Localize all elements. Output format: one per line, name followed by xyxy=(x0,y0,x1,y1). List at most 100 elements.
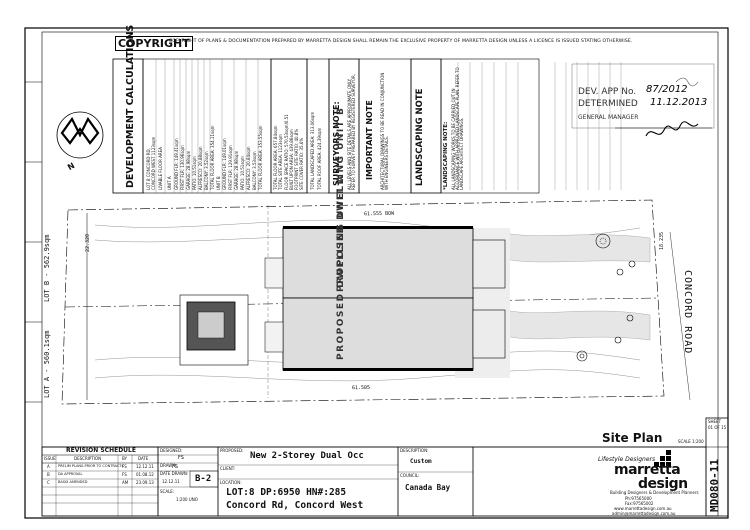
driveways xyxy=(504,232,651,341)
job-number: MD080-11 xyxy=(708,459,721,512)
drawn-value: FS xyxy=(172,464,178,470)
dev-calc-line: UNIT A xyxy=(167,176,172,190)
sheet-scale: SCALE 1:200 xyxy=(678,439,704,444)
manager-signature xyxy=(645,121,699,137)
dev-calc-line: CONCORD WEST 1123sqm xyxy=(151,136,156,190)
sheet-value: 01 OF 15 xyxy=(708,425,727,430)
brand-name-design: design xyxy=(638,476,688,492)
drawn-label: DRAWN: xyxy=(160,463,177,468)
lot-a-label: LOT A - 560.1sqm xyxy=(43,330,51,398)
dim-bottom: 61.505 xyxy=(351,384,371,392)
dev-calc-line: UNIT B xyxy=(216,176,221,190)
dev-calc-line: GARAGE: 28.98sqm xyxy=(234,150,239,190)
general-manager-label: GENERAL MANAGER xyxy=(578,114,639,121)
date-drawn-label: DATE DRAWN: xyxy=(160,471,189,476)
revision-header-cell: ISSUE xyxy=(44,456,56,461)
scale-label: SCALE: xyxy=(160,489,175,494)
dev-app-label: DEV. APP No. xyxy=(578,87,637,97)
designed-value: FS xyxy=(178,455,184,461)
dim-left: 22.320 xyxy=(85,233,91,252)
contact-fax: Fax:97565002 xyxy=(625,501,654,506)
dev-calc-line: TOTAL ROOF AREA: 424.39sqm xyxy=(317,127,322,190)
location-label: LOCATION: xyxy=(220,480,242,485)
sheet-title: Site Plan xyxy=(602,431,663,445)
contact-web: www.marrettadesign.com.au xyxy=(614,506,672,511)
road-label: CONCORD ROAD xyxy=(682,270,693,355)
copyright-title: COPYRIGHT xyxy=(115,36,193,51)
proposed-label: PROPOSED: xyxy=(220,448,244,453)
revision-cell: FS xyxy=(122,464,127,469)
dev-calc-heading: DEVELOPMENT CALCULATIONS xyxy=(125,24,136,188)
revision-cell: 12.12.11 xyxy=(136,464,154,469)
determined-value: 11.12.2013 xyxy=(650,97,708,108)
unit-a-label: PROPOSED DWELLING UNIT A xyxy=(336,174,346,360)
dim-right: 18.235 xyxy=(659,231,665,250)
dev-calc-line: GROUND FLR: 149.41sqm xyxy=(174,138,179,190)
revision-title: REVISION SCHEDULE xyxy=(66,447,136,454)
council-label: COUNCIL: xyxy=(400,473,420,478)
council-value: Canada Bay xyxy=(405,483,451,492)
proposed-dwellings xyxy=(264,226,506,371)
brand-tagline: Lifestyle Designers xyxy=(598,456,656,463)
revision-cell: 01.08.12 xyxy=(136,472,154,477)
dev-app-value: 87/2012 xyxy=(646,84,688,95)
dev-calc-line: SITE COVER RATIO: 35.6% xyxy=(299,137,304,190)
copyright-text: COPYRIGHT OF PLANS & DOCUMENTATION PREPA… xyxy=(169,39,633,44)
revision-cell: AM xyxy=(122,480,129,485)
scale-value: 1:200 UNO xyxy=(176,497,198,502)
dev-calc-line: LIVABLE FLOOR AREA xyxy=(158,147,163,190)
revision-cell: BASIX AMENDED xyxy=(58,480,88,484)
dim-top: 61.555 BOW xyxy=(363,210,395,218)
revision-cell: 23.09.13 xyxy=(136,480,154,485)
council-approval-stamp xyxy=(571,63,715,137)
trees xyxy=(576,233,636,362)
landscaping-note-text: ALL LANDSCAPING WORKS TO BE CARRIED OUT … xyxy=(451,67,464,190)
development-calculations-box xyxy=(112,58,540,194)
north-arrow xyxy=(56,111,104,159)
landscaping-note-bullet: *LANDSCAPING NOTE: xyxy=(443,121,449,190)
proposed-value: New 2-Storey Dual Occ xyxy=(250,451,364,461)
sheet-label: SHEET xyxy=(708,419,722,424)
sheet-border xyxy=(24,27,729,519)
dev-calc-line: TOTAL FLOOR AREA: 353.55sqm xyxy=(258,125,263,190)
dev-calc-line: PATIO: 10.51sqm xyxy=(240,156,245,190)
dev-calc-line: ALFRESCO: 20.84sqm xyxy=(246,146,251,190)
dev-calc-line: TOTAL FLOOR AREA: 354.11sqm xyxy=(210,125,215,190)
dev-calc-line: BALCONY: 3.52sqm xyxy=(204,151,209,190)
dev-calc-line: GARAGE: 28.98sqm xyxy=(186,150,191,190)
description-label: DESCRIPTION: xyxy=(400,448,429,453)
dev-calc-line: ALFRESCO: 20.88sqm xyxy=(198,146,203,190)
important-note-heading: IMPORTANT NOTE xyxy=(365,100,374,180)
surveyors-note-text: ALL LEVELS AND SITE DETAILS ARE APPROXIM… xyxy=(347,74,356,190)
dev-calc-line: PATIO: 10.51sqm xyxy=(192,156,197,190)
title-block xyxy=(42,417,729,517)
revision-cell: PRELIM PLANS-PRIOR TO CONTRACTS xyxy=(58,464,124,468)
revision-header-cell: DESCRIPTION xyxy=(74,456,102,461)
contact-email: admin@marrettadesign.com.au xyxy=(612,511,676,516)
dev-calc-line: TOTAL SITE AREA: 1123sqm xyxy=(278,134,283,190)
dev-calc-line: FIRST FLR: 129.91sqm xyxy=(228,145,233,190)
designed-label: DESIGNED: xyxy=(160,448,183,453)
location-line1: LOT:8 DP:6950 HN#:285 xyxy=(226,487,347,498)
landscaping-note-heading: LANDSCAPING NOTE xyxy=(415,88,425,187)
lot-b-label: LOT B - 562.9sqm xyxy=(43,234,51,302)
drawing-number: B-2 xyxy=(195,474,212,484)
dev-calc-line: GROUND FLR: 149.01sqm xyxy=(222,138,227,190)
dev-calc-line: FIRST FLR: 130.96sqm xyxy=(180,145,185,190)
dev-calc-line: TOTAL LANDSCAPED AREA: 313.06sqm xyxy=(310,111,315,190)
dev-calc-line: BALCONY: 3.53sqm xyxy=(252,151,257,190)
important-note-text: ARCHITECTURAL DRAWINGS TO BE READ IN CON… xyxy=(380,72,389,190)
revision-cell: A xyxy=(47,464,50,469)
revision-cell: DA APPROVAL xyxy=(58,472,83,476)
description-value: Custom xyxy=(410,458,432,465)
contact-phone: Ph:97565000 xyxy=(625,496,652,501)
revision-cell: C xyxy=(47,480,50,485)
date-drawn-value: 12.12.11 xyxy=(162,479,180,484)
revision-cell: FS xyxy=(122,472,127,477)
revision-header-cell: BY xyxy=(122,456,127,461)
revision-header-cell: DATE xyxy=(138,456,149,461)
location-line2: Concord Rd, Concord West xyxy=(226,500,364,511)
brand-name: marretta xyxy=(614,462,681,478)
